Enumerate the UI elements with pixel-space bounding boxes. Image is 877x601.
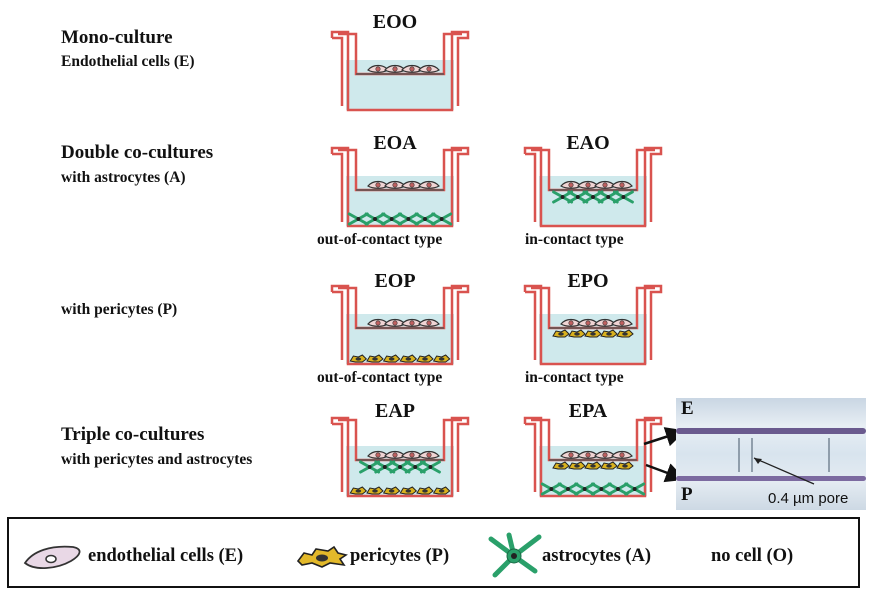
well-code-eoo: EOO xyxy=(372,11,418,33)
pore-channel xyxy=(751,438,753,472)
mono-culture-title: Mono-culture xyxy=(61,27,173,48)
micrograph-label-e: E xyxy=(681,398,694,419)
culture-well-epo xyxy=(523,284,663,366)
caption-eoa: out-of-contact type xyxy=(317,231,443,248)
endothelial-nucleus xyxy=(585,182,591,188)
well-wall xyxy=(332,422,344,492)
endothelial-nucleus xyxy=(409,66,415,72)
well-wall xyxy=(332,152,344,222)
endothelial-nucleus xyxy=(409,182,415,188)
well-wall xyxy=(525,152,537,222)
endothelial-nucleus xyxy=(375,452,381,458)
culture-well-epa xyxy=(523,416,663,498)
endothelial-nucleus xyxy=(426,66,432,72)
endothelial-nucleus xyxy=(619,452,625,458)
pericyte-layer-band xyxy=(676,476,866,481)
endothelial-nucleus xyxy=(585,452,591,458)
astrocyte-icon xyxy=(488,532,542,578)
astrocyte-cell xyxy=(419,460,441,474)
double-coculture-subtitle: with astrocytes (A) xyxy=(61,169,186,186)
caption-epo: in-contact type xyxy=(525,369,624,386)
endothelial-cell-icon xyxy=(23,545,81,569)
well-wall xyxy=(332,36,344,106)
triple-coculture-title: Triple co-cultures xyxy=(61,424,205,445)
endothelial-nucleus xyxy=(409,320,415,326)
astrocyte-cell xyxy=(624,482,646,496)
well-code-eop: EOP xyxy=(374,270,416,292)
endothelial-nucleus xyxy=(568,182,574,188)
membrane-micrograph xyxy=(676,398,866,510)
endothelial-nucleus xyxy=(568,452,574,458)
astrocyte-cell xyxy=(540,482,562,496)
endothelial-nucleus xyxy=(375,320,381,326)
well-wall xyxy=(330,284,470,366)
astrocyte-cell xyxy=(612,190,634,204)
legend-pericytes-label: pericytes (P) xyxy=(350,546,450,566)
endothelial-nucleus xyxy=(426,452,432,458)
well-wall xyxy=(523,284,663,366)
endothelial-nucleus xyxy=(392,66,398,72)
well-wall xyxy=(330,146,470,228)
endothelial-nucleus xyxy=(392,320,398,326)
pericyte-icon xyxy=(296,545,348,568)
endothelial-nucleus xyxy=(375,182,381,188)
pore-size-label: 0.4 µm pore xyxy=(768,490,849,507)
well-wall xyxy=(330,30,470,112)
endothelial-nucleus xyxy=(426,320,432,326)
legend-no-cell-label: no cell (O) xyxy=(711,546,794,566)
pericytes-subtitle: with pericytes (P) xyxy=(61,301,178,318)
legend: endothelial cells (E) pericytes (P) astr… xyxy=(7,517,860,588)
caption-eop: out-of-contact type xyxy=(317,369,443,386)
endothelial-nucleus xyxy=(602,320,608,326)
legend-endothelial-label: endothelial cells (E) xyxy=(88,546,244,566)
endothelial-nucleus xyxy=(602,182,608,188)
endothelial-nucleus xyxy=(619,320,625,326)
well-wall xyxy=(523,416,663,498)
endothelial-nucleus xyxy=(568,320,574,326)
endothelial-nucleus xyxy=(409,452,415,458)
well-wall xyxy=(525,422,537,492)
pore-pointer xyxy=(753,457,815,485)
well-wall xyxy=(523,146,663,228)
endothelial-nucleus xyxy=(602,452,608,458)
well-code-eoa: EOA xyxy=(373,132,417,154)
astrocyte-cell xyxy=(431,212,453,226)
pore-channel xyxy=(738,438,740,472)
well-code-eap: EAP xyxy=(375,400,415,422)
endothelial-layer-band xyxy=(676,428,866,434)
endothelial-nucleus xyxy=(585,320,591,326)
culture-well-eoo xyxy=(330,30,470,112)
legend-astrocytes-label: astrocytes (A) xyxy=(542,546,652,566)
mono-culture-subtitle: Endothelial cells (E) xyxy=(61,53,195,70)
culture-well-eap xyxy=(330,416,470,498)
endothelial-nucleus xyxy=(426,182,432,188)
triple-coculture-subtitle: with pericytes and astrocytes xyxy=(61,451,253,468)
well-wall xyxy=(332,290,344,360)
culture-well-eoa xyxy=(330,146,470,228)
endothelial-nucleus xyxy=(392,182,398,188)
well-code-eao: EAO xyxy=(566,132,610,154)
endothelial-nucleus xyxy=(375,66,381,72)
micrograph-label-p: P xyxy=(681,484,693,505)
pore-channel xyxy=(828,438,830,472)
well-code-epa: EPA xyxy=(568,400,608,422)
endothelial-nucleus xyxy=(619,182,625,188)
well-wall xyxy=(330,416,470,498)
endothelial-nucleus xyxy=(392,452,398,458)
well-code-epo: EPO xyxy=(567,270,609,292)
culture-well-eao xyxy=(523,146,663,228)
caption-eao: in-contact type xyxy=(525,231,624,248)
double-coculture-title: Double co-cultures xyxy=(61,142,214,163)
well-wall xyxy=(525,290,537,360)
culture-well-eop xyxy=(330,284,470,366)
